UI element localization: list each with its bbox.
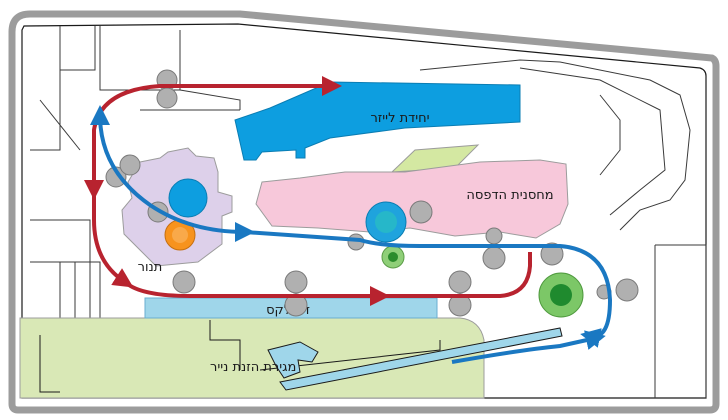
fuser-pressure-roller-core — [172, 227, 188, 243]
paper-tray-lines — [39, 320, 441, 393]
feed-path-entry — [451, 330, 606, 364]
roller — [119, 154, 141, 176]
duplex-path-return — [380, 252, 532, 298]
transfer-roller-core — [388, 252, 398, 262]
feed-path-upper — [90, 105, 255, 242]
roller — [172, 270, 196, 294]
duplex-path-bottom — [123, 280, 390, 306]
roller — [485, 227, 503, 245]
imaging-drum-core — [375, 211, 397, 233]
roller — [284, 270, 308, 294]
pickup-roller-core — [550, 284, 572, 306]
roller — [615, 278, 639, 302]
roller — [482, 246, 506, 270]
roller — [540, 242, 564, 266]
paper-pickup-lever — [267, 341, 319, 379]
roller — [448, 270, 472, 294]
laser-unit-label: יחידת לייזר — [370, 111, 429, 126]
print-cartridge-label: מחסנית הדפסה — [466, 188, 553, 203]
fuser-label: תנור — [138, 260, 163, 275]
paper-tray — [19, 317, 485, 399]
paper-tray-label: מגירת הזנת נייר — [210, 360, 296, 375]
roller — [409, 200, 433, 224]
fuser-roller — [168, 178, 208, 218]
paper-guide-strip — [279, 327, 563, 391]
feed-path-main — [244, 230, 613, 348]
roller — [156, 87, 178, 109]
